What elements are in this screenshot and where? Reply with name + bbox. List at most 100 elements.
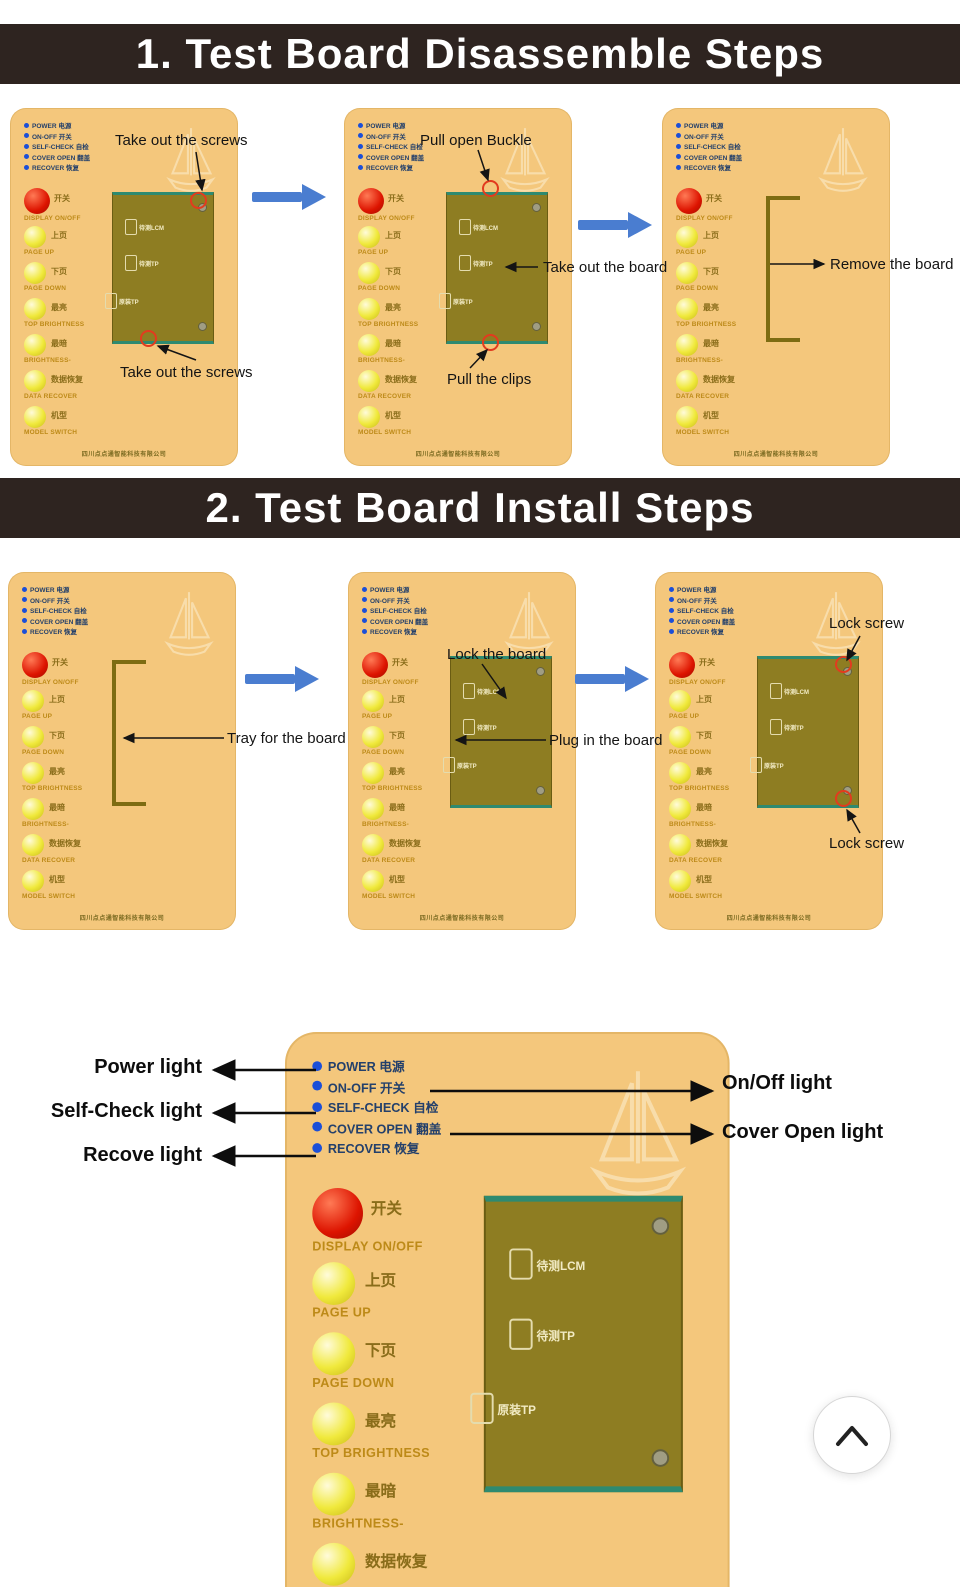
top-brightness-button: 最亮 TOP BRIGHTNESS bbox=[362, 762, 422, 792]
yellow-button-icon bbox=[312, 1262, 356, 1305]
brightness-minus-button: 最暗 BRIGHTNESS- bbox=[24, 334, 71, 364]
led-label: POWER 电源 bbox=[30, 587, 70, 595]
led-row: POWER 电源 bbox=[669, 584, 735, 595]
button-label-cn: 机型 bbox=[51, 411, 67, 420]
button-label-en: PAGE DOWN bbox=[312, 1377, 395, 1391]
led-row: RECOVER 恢复 bbox=[676, 162, 742, 173]
button-label-en: TOP BRIGHTNESS bbox=[22, 785, 83, 792]
led-dot-icon bbox=[669, 618, 674, 624]
button-label-en: DISPLAY ON/OFF bbox=[22, 679, 79, 686]
button-label-cn: 机型 bbox=[385, 411, 401, 420]
button-label-cn: 下页 bbox=[49, 731, 65, 740]
page-down-button: 下页 PAGE DOWN bbox=[362, 726, 405, 756]
display-onoff-button: 开关 DISPLAY ON/OFF bbox=[362, 652, 418, 686]
connector-lcm: 待测LCM bbox=[509, 1248, 586, 1280]
red-button-icon bbox=[676, 188, 702, 214]
test-board: POWER 电源 ON-OFF 开关 SELF-CHECK 自检 COVER O… bbox=[344, 108, 572, 466]
annotation-lock-screw-bottom: Lock screw bbox=[829, 835, 905, 852]
button-label-en: TOP BRIGHTNESS bbox=[24, 321, 85, 328]
annotation-screws-bottom: Take out the screws bbox=[120, 364, 253, 381]
legend-onoff-light: On/Off light bbox=[722, 1072, 832, 1094]
yellow-button-icon bbox=[22, 690, 44, 712]
highlight-ring-icon bbox=[482, 180, 499, 197]
page-up-button: 上页 PAGE UP bbox=[24, 226, 67, 256]
connector-label: 待测LCM bbox=[536, 1261, 586, 1273]
yellow-button-icon bbox=[362, 798, 384, 820]
led-label: SELF-CHECK 自检 bbox=[684, 144, 741, 152]
connector-icon bbox=[459, 219, 471, 235]
sailboat-logo-icon bbox=[818, 128, 868, 192]
led-dot-icon bbox=[22, 597, 27, 603]
button-label-cn: 上页 bbox=[389, 695, 405, 704]
button-label-cn: 开关 bbox=[52, 658, 68, 667]
board-large: POWER 电源 ON-OFF 开关 SELF-CHECK 自检 COVER O… bbox=[285, 1032, 730, 1587]
led-dot-icon bbox=[676, 154, 681, 160]
button-label-cn: 机型 bbox=[696, 875, 712, 884]
led-dot-icon bbox=[312, 1122, 323, 1132]
highlight-ring-icon bbox=[835, 656, 852, 673]
led-row: ON-OFF 开关 bbox=[358, 131, 424, 142]
button-label-en: BRIGHTNESS- bbox=[358, 357, 405, 364]
connector-label: 待测LCM bbox=[477, 689, 502, 696]
connector-icon bbox=[125, 219, 137, 235]
red-button-icon bbox=[24, 188, 50, 214]
led-label: SELF-CHECK 自检 bbox=[327, 1102, 439, 1117]
led-label: SELF-CHECK 自检 bbox=[366, 144, 423, 152]
main-board-figure: POWER 电源 ON-OFF 开关 SELF-CHECK 自检 COVER O… bbox=[285, 1032, 730, 1587]
connector-original-tp: 原装TP bbox=[750, 757, 784, 773]
led-label: POWER 电源 bbox=[327, 1061, 405, 1076]
data-recover-button: 数据恢复 DATA RECOVER bbox=[24, 370, 83, 400]
led-row: RECOVER 恢复 bbox=[669, 626, 735, 637]
button-label-en: DATA RECOVER bbox=[676, 393, 730, 400]
arrow-head bbox=[628, 212, 652, 238]
button-label-cn: 开关 bbox=[370, 1199, 402, 1218]
connector-label: 待测LCM bbox=[473, 225, 498, 232]
board-install-step-1: POWER 电源 ON-OFF 开关 SELF-CHECK 自检 COVER O… bbox=[8, 572, 236, 930]
yellow-button-icon bbox=[22, 726, 44, 748]
led-label: ON-OFF 开关 bbox=[677, 597, 717, 605]
back-to-top-button[interactable] bbox=[813, 1396, 891, 1474]
button-label-en: TOP BRIGHTNESS bbox=[358, 321, 419, 328]
indicator-legend-section: POWER 电源 ON-OFF 开关 SELF-CHECK 自检 COVER O… bbox=[0, 1020, 960, 1587]
annotation-clips: Pull the clips bbox=[447, 371, 532, 388]
status-led-block: POWER 电源 ON-OFF 开关 SELF-CHECK 自检 COVER O… bbox=[669, 584, 735, 637]
pcb-module: 待测LCM 待测TP 原装TP bbox=[470, 1195, 683, 1493]
yellow-button-icon bbox=[312, 1472, 356, 1516]
led-row: POWER 电源 bbox=[312, 1055, 441, 1075]
red-button-icon bbox=[358, 188, 384, 214]
button-label-en: MODEL SWITCH bbox=[362, 893, 416, 900]
led-label: RECOVER 恢复 bbox=[370, 629, 417, 637]
button-label-en: MODEL SWITCH bbox=[669, 893, 723, 900]
arrow-shaft bbox=[252, 192, 302, 202]
annotation-take-out-board: Take out the board bbox=[543, 259, 668, 276]
connector-original-tp: 原装TP bbox=[443, 757, 477, 773]
section-title-disassemble: 1. Test Board Disassemble Steps bbox=[0, 24, 960, 84]
button-label-en: BRIGHTNESS- bbox=[24, 357, 71, 364]
yellow-button-icon bbox=[669, 834, 691, 856]
button-label-cn: 上页 bbox=[385, 231, 401, 240]
display-onoff-button: 开关 DISPLAY ON/OFF bbox=[312, 1188, 422, 1254]
board-install-step-2: POWER 电源 ON-OFF 开关 SELF-CHECK 自检 COVER O… bbox=[348, 572, 576, 930]
button-label-en: DATA RECOVER bbox=[362, 857, 416, 864]
button-label-cn: 最亮 bbox=[49, 767, 65, 776]
pcb-module: 待测LCM 待测TP 原装TP bbox=[750, 656, 859, 808]
connector-label: 待测TP bbox=[473, 261, 493, 268]
button-label-en: PAGE UP bbox=[676, 249, 707, 256]
yellow-button-icon bbox=[22, 762, 44, 784]
status-led-block: POWER 电源 ON-OFF 开关 SELF-CHECK 自检 COVER O… bbox=[22, 584, 88, 637]
button-label-cn: 数据恢复 bbox=[703, 375, 735, 384]
led-dot-icon bbox=[669, 586, 674, 592]
button-label-en: PAGE UP bbox=[312, 1306, 372, 1321]
top-brightness-button: 最亮 TOP BRIGHTNESS bbox=[22, 762, 82, 792]
button-label-cn: 数据恢复 bbox=[696, 839, 728, 848]
yellow-button-icon bbox=[24, 370, 46, 392]
model-switch-button: 机型 MODEL SWITCH bbox=[669, 870, 722, 900]
led-label: ON-OFF 开关 bbox=[327, 1082, 406, 1096]
button-label-cn: 最暗 bbox=[389, 803, 405, 812]
page-up-button: 上页 PAGE UP bbox=[669, 690, 712, 720]
button-label-cn: 上页 bbox=[49, 695, 65, 704]
screw-icon bbox=[532, 203, 541, 212]
connector-icon bbox=[105, 293, 117, 309]
led-row: RECOVER 恢复 bbox=[362, 626, 428, 637]
button-label-cn: 下页 bbox=[703, 267, 719, 276]
